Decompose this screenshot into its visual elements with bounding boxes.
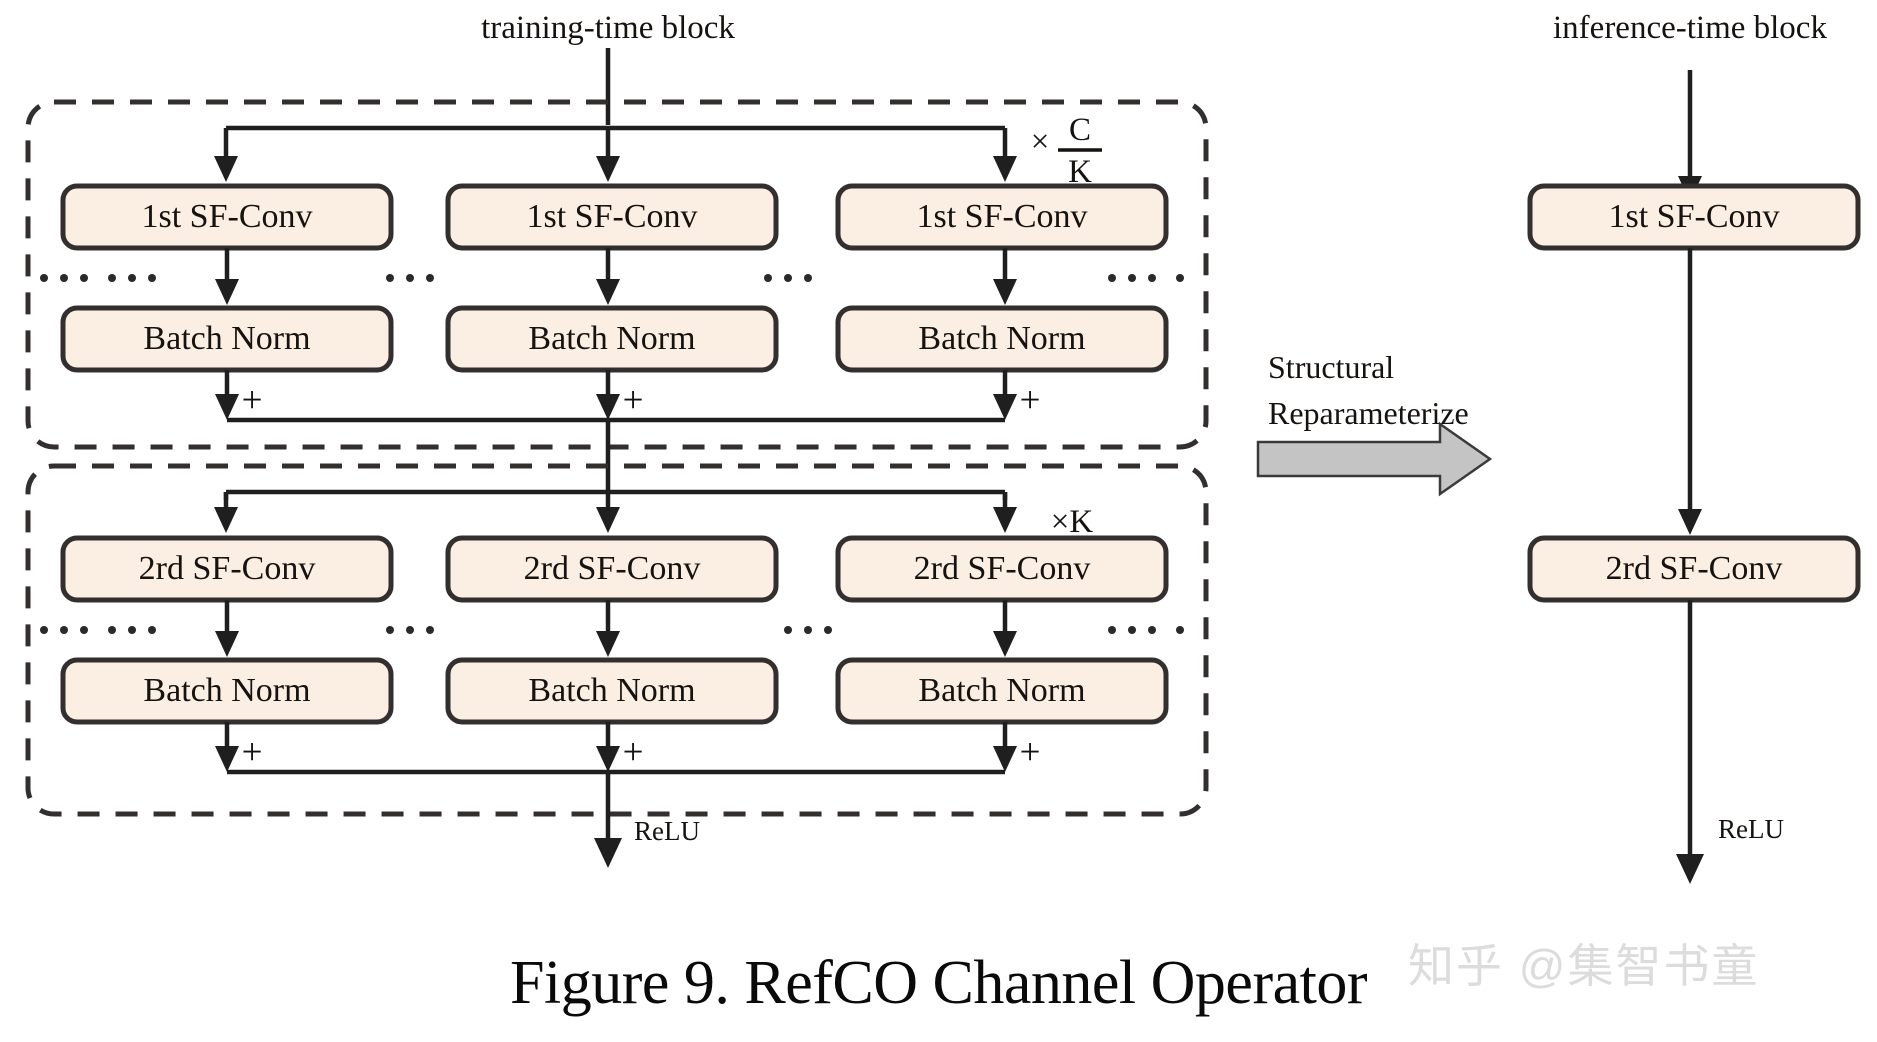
stage2-plus-3: + bbox=[1020, 732, 1041, 773]
stage2-conv-box-3[interactable] bbox=[835, 535, 1169, 603]
stage1-ellipsis-left bbox=[40, 274, 156, 282]
stage1-ellipsis-mid2 bbox=[764, 274, 812, 282]
training-output-arrow bbox=[594, 772, 622, 868]
training-relu-label: ReLU bbox=[634, 816, 700, 846]
stage2-fanout-bus bbox=[214, 489, 1017, 533]
stage2-norm-box-2[interactable] bbox=[445, 657, 779, 725]
stage2-ellipsis-mid1 bbox=[386, 626, 434, 634]
stage1-conv-label-2: 1st SF-Conv bbox=[527, 198, 698, 235]
stage1-norm-label-2: Batch Norm bbox=[528, 320, 695, 357]
stage1-fanout-bus bbox=[214, 125, 1017, 182]
stage1-conv-box-1-fill bbox=[63, 186, 391, 248]
stage2-ellipsis-right bbox=[1108, 626, 1184, 634]
stage2-conv-label-3: 2rd SF-Conv bbox=[914, 550, 1091, 587]
stage1-conv-box-2[interactable] bbox=[445, 183, 779, 251]
stage2-norm-label-3: Batch Norm bbox=[918, 672, 1085, 709]
inference-label-2: 2rd SF-Conv bbox=[1606, 550, 1783, 587]
stage1-plus-3: + bbox=[1020, 380, 1041, 421]
stage2-conv-box-2[interactable] bbox=[445, 535, 779, 603]
inference-label-1: 1st SF-Conv bbox=[1609, 198, 1780, 235]
stage1-multiplier-numerator: C bbox=[1069, 112, 1091, 148]
stage1-norm-box-2[interactable] bbox=[445, 305, 779, 373]
stage1-conv-box-3[interactable] bbox=[835, 183, 1169, 251]
stage2-plus-1: + bbox=[242, 732, 263, 773]
inference-stage-2[interactable]: 2rd SF-Conv bbox=[1527, 535, 1861, 603]
inference-relu-label: ReLU bbox=[1718, 814, 1784, 844]
stage2-multiplier-label: ×K bbox=[1051, 504, 1094, 540]
stage2-norm-box-2-fill bbox=[448, 660, 776, 722]
stage2-dashed-region bbox=[25, 463, 1209, 817]
stage2-norm-box-3[interactable] bbox=[835, 657, 1169, 725]
training-block-title: training-time block bbox=[481, 10, 735, 46]
stage1-norm-box-3-fill bbox=[838, 308, 1166, 370]
stage2-conv-box-3-fill bbox=[838, 538, 1166, 600]
stage2-branch-2[interactable]: 2rd SF-Conv Batch Norm + bbox=[445, 535, 779, 773]
stage1-multiplier-prefix: × bbox=[1031, 124, 1050, 160]
stage2-conv-box-2-fill bbox=[448, 538, 776, 600]
stage1-conv-label-1: 1st SF-Conv bbox=[142, 198, 313, 235]
inference-output-arrow bbox=[1676, 600, 1704, 884]
reparameterize-line2: Reparameterize bbox=[1268, 395, 1469, 431]
stage1-norm-box-2-fill bbox=[448, 308, 776, 370]
stage1-conv-box-3-fill bbox=[838, 186, 1166, 248]
watermark-text: 知乎 @集智书童 bbox=[1408, 940, 1760, 992]
stage1-ellipsis-mid1 bbox=[386, 274, 434, 282]
stage2-plus-2: + bbox=[623, 732, 644, 773]
stage1-branch-3[interactable]: 1st SF-Conv Batch Norm + bbox=[835, 183, 1169, 421]
stage1-multiplier-label: × C K bbox=[1031, 112, 1102, 190]
inference-box-1-fill bbox=[1530, 186, 1858, 248]
stage1-conv-box-2-fill bbox=[448, 186, 776, 248]
stage1-plus-2: + bbox=[623, 380, 644, 421]
stage1-norm-label-1: Batch Norm bbox=[143, 320, 310, 357]
stage2-norm-label-2: Batch Norm bbox=[528, 672, 695, 709]
inference-box-2-fill bbox=[1530, 538, 1858, 600]
stage1-ellipsis-right bbox=[1108, 274, 1184, 282]
reparameterize-line1: Structural bbox=[1268, 349, 1394, 385]
stage1-conv-label-3: 1st SF-Conv bbox=[917, 198, 1088, 235]
stage2-norm-label-1: Batch Norm bbox=[143, 672, 310, 709]
inference-box-1[interactable] bbox=[1527, 183, 1861, 251]
stage2-branch-3[interactable]: 2rd SF-Conv Batch Norm + bbox=[835, 535, 1169, 773]
stage2-conv-label-1: 2rd SF-Conv bbox=[139, 550, 316, 587]
figure-caption: Figure 9. RefCO Channel Operator bbox=[510, 949, 1367, 1017]
stage1-branch-2[interactable]: 1st SF-Conv Batch Norm + bbox=[445, 183, 779, 421]
reparameterize-arrow bbox=[1256, 421, 1493, 497]
inference-stage-1[interactable]: 1st SF-Conv bbox=[1527, 183, 1861, 251]
stage1-branch-1[interactable]: 1st SF-Conv Batch Norm + bbox=[60, 183, 394, 421]
stage2-conv-label-2: 2rd SF-Conv bbox=[524, 550, 701, 587]
stage2-ellipsis-mid2 bbox=[784, 626, 832, 634]
inference-block-title: inference-time block bbox=[1553, 10, 1827, 46]
inference-connector-1 bbox=[1678, 248, 1702, 535]
stage2-ellipsis-left bbox=[40, 626, 156, 634]
inference-box-2[interactable] bbox=[1527, 535, 1861, 603]
inference-input-arrow bbox=[1678, 70, 1702, 202]
stage1-plus-1: + bbox=[242, 380, 263, 421]
stage1-norm-box-3[interactable] bbox=[835, 305, 1169, 373]
stage2-norm-box-3-fill bbox=[838, 660, 1166, 722]
stage1-norm-label-3: Batch Norm bbox=[918, 320, 1085, 357]
stage1-dashed-region bbox=[25, 99, 1209, 450]
stage2-conv-box-1-fill bbox=[63, 538, 391, 600]
stage1-norm-box-1-fill bbox=[63, 308, 391, 370]
stage2-branch-1[interactable]: 2rd SF-Conv Batch Norm + bbox=[60, 535, 394, 773]
stage2-norm-box-1-fill bbox=[63, 660, 391, 722]
